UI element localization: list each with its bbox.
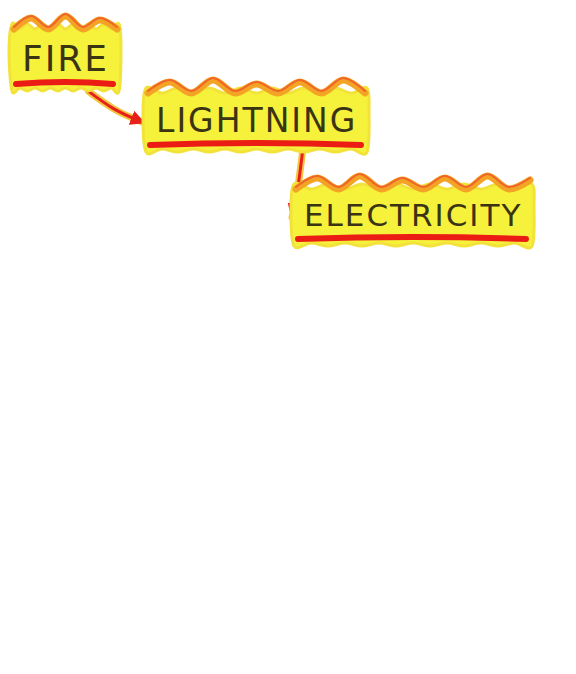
flame-tip [148,78,365,91]
red-underline [150,143,361,145]
flame-tip [296,174,530,187]
yellow-glow [291,183,534,248]
flame-box: ELECTRICITY [290,172,536,248]
arrow-line [89,91,144,122]
red-underline [298,237,526,239]
flame-box: LIGHTNING [142,76,371,154]
yellow-glow [143,87,369,154]
arrow-glow [89,91,144,122]
flow-arrow [89,91,144,122]
flame-tip [14,14,117,27]
node-label: ELECTRICITY [304,198,522,234]
red-underline [16,82,113,84]
node-label: FIRE [22,38,109,79]
yellow-glow [9,23,121,93]
flame-box: FIRE [8,12,123,93]
node-label: LIGHTNING [156,102,357,140]
